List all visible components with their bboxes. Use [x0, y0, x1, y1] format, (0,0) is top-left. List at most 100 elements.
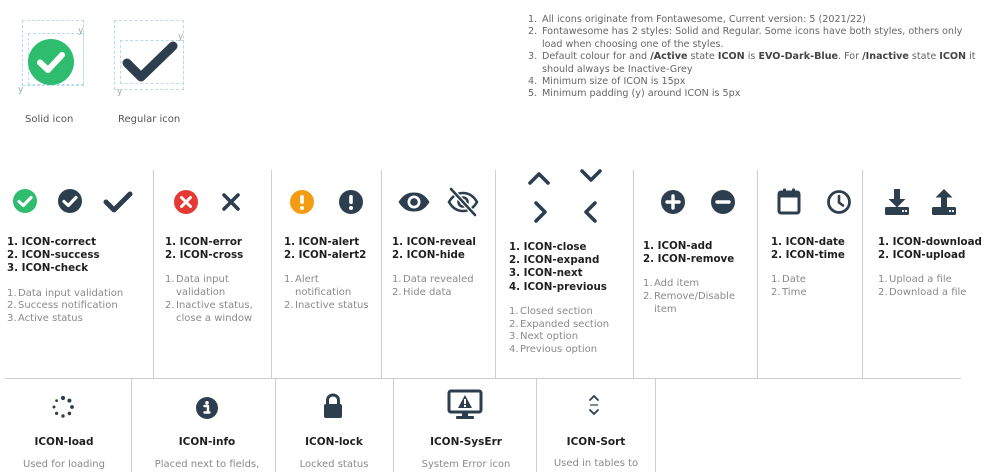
sort-icon — [589, 395, 599, 415]
guideline-text: Fontawesome has 2 styles: Solid and Regu… — [542, 26, 963, 50]
usage-number: 3. — [509, 331, 519, 343]
usage-number: 1. — [643, 278, 653, 290]
column-divider — [536, 379, 537, 472]
icon-name: 1. ICON-close — [509, 241, 587, 253]
column-divider — [275, 379, 276, 472]
icon-sort-description: Used in tables to — [553, 458, 639, 469]
usage-text: Date — [782, 274, 806, 286]
usage-text: Inactive status — [295, 300, 369, 311]
icon-name: 1. ICON-reveal — [392, 236, 476, 248]
column-divider — [381, 170, 382, 378]
guideline-text: state — [908, 51, 940, 63]
guideline-text: state — [687, 51, 718, 63]
guideline-text: it should always be Inactive-Grey — [542, 51, 976, 75]
icon-usage-item: 1.Alert notification — [284, 274, 376, 300]
icon-usage-item: 1.Data input validation — [7, 288, 147, 301]
guideline-text: Minimum padding (y) around ICON is 5px — [542, 88, 741, 100]
chevron-down-icon — [580, 169, 602, 182]
icon-usage-item: 2.Expanded section — [509, 319, 631, 332]
icon-name: 3. ICON-check — [7, 262, 89, 275]
icon-name: 1. ICON-download — [878, 236, 982, 248]
usage-number: 1. — [771, 274, 781, 286]
column-divider — [393, 379, 394, 472]
guideline-emphasis: ICON — [939, 51, 967, 63]
guideline-item: 5. Minimum padding (y) around ICON is 5px — [528, 88, 978, 100]
icon-usage-item: 2.Inactive status, close a window — [165, 300, 269, 326]
guideline-text: All icons originate from Fontawesome, Cu… — [542, 14, 866, 25]
usage-text: Closed section — [520, 305, 593, 317]
usage-number: 2. — [878, 287, 888, 299]
usage-number: 2. — [392, 287, 402, 299]
guideline-item: 2. Fontawesome has 2 styles: Solid and Re… — [528, 26, 978, 51]
icon-lock-description: Locked status — [299, 459, 369, 470]
chevron-right-icon — [534, 201, 547, 223]
guideline-number: 3. — [528, 51, 538, 63]
padding-y-label: y — [18, 85, 24, 95]
icon-info-title: ICON-info — [178, 436, 236, 448]
icon-usage-item: 2.Success notification — [7, 300, 147, 313]
usage-number: 4. — [509, 344, 519, 356]
cross-icon — [222, 193, 240, 211]
clock-icon — [827, 190, 851, 214]
icon-usage-item: 1.Closed section — [509, 306, 631, 319]
icon-name: 2. ICON-hide — [392, 249, 465, 262]
icon-name: 4. ICON-previous — [509, 280, 607, 293]
upload-icon — [932, 189, 956, 215]
column-divider — [633, 170, 634, 378]
usage-text: Hide data — [403, 287, 452, 299]
usage-number: 2. — [509, 318, 519, 330]
success-icon — [58, 189, 82, 213]
guideline-item: 1. All icons originate from Fontawesome, … — [528, 14, 978, 26]
usage-text: Remove/Disable item — [654, 291, 736, 315]
column-divider — [655, 379, 656, 472]
alert-icon — [290, 190, 314, 214]
padding-y-label: y — [178, 32, 184, 42]
guideline-number: 4. — [528, 76, 538, 88]
usage-number: 3. — [7, 313, 17, 325]
icon-sort-title: ICON-Sort — [566, 436, 626, 448]
icon-name: 2. ICON-remove — [643, 253, 735, 266]
guideline-text: Minimum size of ICON is 15px — [542, 76, 686, 88]
usage-number: 1. — [284, 274, 294, 286]
usage-number: 2. — [284, 300, 294, 311]
guideline-emphasis: /Active — [650, 51, 688, 63]
usage-number: 1. — [392, 274, 402, 286]
icon-name: 2. ICON-time — [771, 249, 845, 262]
lock-icon — [324, 393, 342, 418]
column-divider — [271, 170, 272, 378]
icon-load-description: Used for loading — [23, 459, 105, 470]
info-icon — [196, 397, 218, 419]
error-icon — [174, 190, 198, 214]
icon-usage-item: 2.Inactive status — [284, 300, 376, 313]
usage-number: 2. — [643, 291, 653, 303]
alert2-icon — [339, 190, 363, 214]
usage-text: Data revealed — [403, 274, 474, 286]
guideline-number: 1. — [528, 14, 538, 25]
icon-name: 2. ICON-alert2 — [284, 249, 367, 262]
icon-usage-item: 1.Data input validation — [165, 274, 269, 300]
guideline-number: 5. — [528, 88, 538, 100]
icon-usage-item: 2.Time — [771, 287, 859, 300]
icon-name: 1. ICON-correct — [7, 236, 97, 248]
system-error-icon — [447, 389, 483, 419]
guideline-number: 2. — [528, 26, 538, 38]
icon-lock-title: ICON-lock — [305, 436, 363, 448]
icon-load-title: ICON-load — [34, 436, 94, 448]
usage-text: Inactive status, close a window — [176, 300, 253, 324]
guideline-text: Default colour for and — [542, 51, 651, 63]
padding-guide-inner — [120, 40, 184, 84]
column-divider — [862, 170, 863, 378]
